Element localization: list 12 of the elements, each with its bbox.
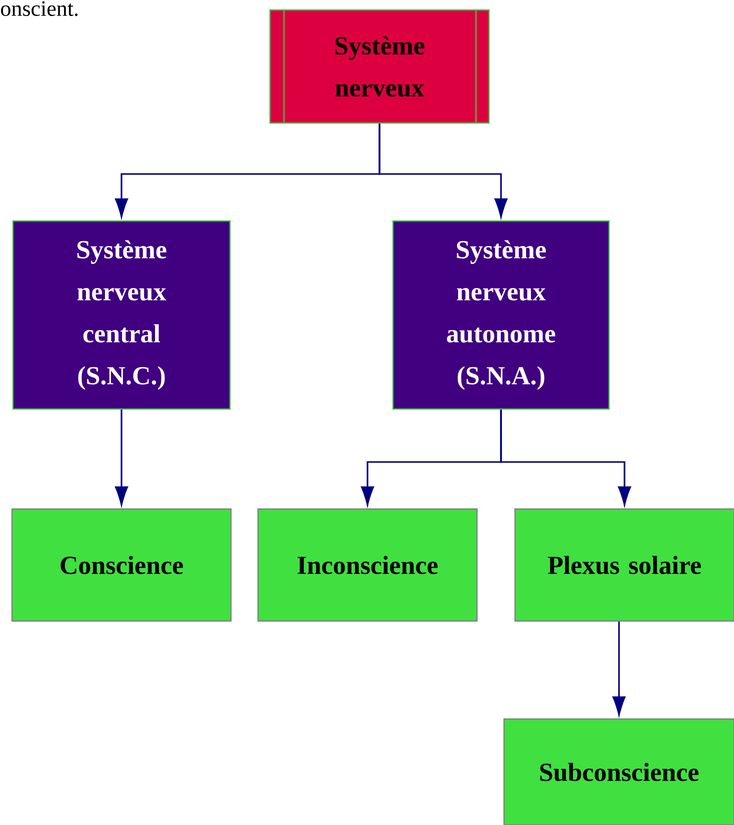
result-box: Plexus solaire: [514, 508, 734, 622]
system-box: Système nerveux: [269, 9, 490, 124]
connector-arrow: [378, 124, 508, 218]
system-box: Système nerveux autonome (S.N.A.): [392, 220, 610, 410]
system-box: Système nerveux central (S.N.C.): [12, 220, 231, 410]
connector-arrow: [500, 410, 632, 506]
text-fragment: onscient.: [1, 1, 78, 16]
result-box: Conscience: [11, 508, 232, 622]
connector-arrow: [115, 410, 128, 506]
result-box: Subconscience: [503, 718, 734, 825]
connector-arrow: [612, 622, 626, 716]
result-box: Inconscience: [257, 508, 478, 622]
